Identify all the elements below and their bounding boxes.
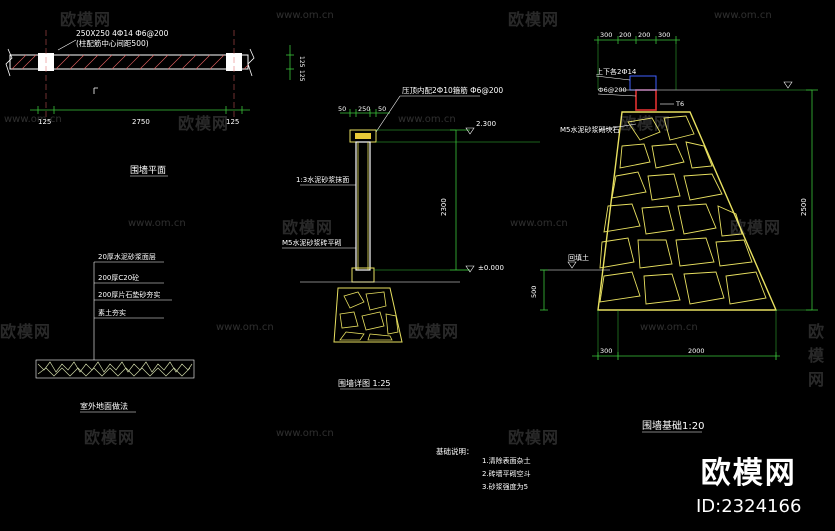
watermark-url: www.om.cn	[510, 218, 568, 229]
watermark-url: www.om.cn	[640, 322, 698, 333]
watermark-url: www.om.cn	[216, 322, 274, 333]
found-label-rebar: 上下各2Ф14	[596, 67, 637, 76]
wall-detail: 压顶内配2Ф10箍筋 Ф6@200 50 250 50 1:3水泥砂浆抹面 M5…	[282, 85, 540, 390]
floor-section-title: 室外地面做法	[80, 401, 128, 411]
plan-dim-v2: 125	[298, 70, 305, 82]
plan-title: 围墙平面	[130, 164, 166, 176]
found-dim-bottom-left: 300	[600, 347, 612, 355]
found-dim-top-2: 200	[619, 31, 631, 39]
watermark-logo: 欧模网	[60, 10, 112, 29]
watermark-logo: 欧模网	[730, 218, 782, 237]
wall-dim-height: 2300	[440, 198, 448, 216]
watermark-url: www.om.cn	[128, 218, 186, 229]
watermark-url: www.om.cn	[276, 10, 334, 21]
watermark-url: www.om.cn	[4, 114, 62, 125]
plan-dim-mid: 2750	[132, 118, 150, 126]
notes-title: 基础说明：	[436, 446, 474, 456]
found-dim-top-3: 200	[638, 31, 650, 39]
brand-name: 欧模网	[700, 456, 797, 491]
foundation-detail: 300 200 200 300 上下各2Ф14 Ф6@200 T6 M5水泥砂浆…	[530, 31, 818, 433]
plan-note-2: (柱配筋中心间距500)	[76, 38, 149, 48]
found-dim-left: 500	[530, 286, 538, 298]
found-dim-top-1: 300	[600, 31, 612, 39]
plan-dim-v1: 125	[298, 56, 305, 68]
found-dim-bottom: 2000	[688, 347, 705, 355]
watermark-logo: 欧模网	[282, 218, 334, 237]
notes-item-1: 1.清除表面杂土	[482, 456, 531, 465]
foundation-title: 围墙基础1:20	[642, 419, 704, 432]
watermark-logo: 欧模网	[0, 322, 52, 341]
wall-dim-a: 50	[338, 105, 346, 113]
plan-note-1: 250X250 4Ф14 Ф6@200	[76, 29, 169, 38]
foundation-notes: 基础说明： 1.清除表面杂土 2.砖墙平砌空斗 3.砂浆强度为5	[436, 446, 531, 491]
found-label-stone: M5水泥砂浆砌块石	[560, 125, 620, 134]
found-label-stirrup: Ф6@200	[598, 86, 627, 94]
floor-layer-4: 素土夯实	[98, 308, 126, 317]
foundation-beam	[635, 89, 657, 111]
wall-level-ground: ±0.000	[478, 264, 504, 272]
watermark-logo: 欧模网	[508, 428, 560, 447]
plan-dim-right: 125	[226, 118, 239, 126]
watermark-logo: 欧模网	[620, 114, 672, 133]
floor-section: 20厚水泥砂浆面层 200厚C20砼 200厚片石垫砂夯实 素土夯实 室外地面做…	[35, 252, 195, 413]
watermark-url: www.om.cn	[714, 10, 772, 21]
watermark-logo: 欧模网	[808, 322, 826, 389]
watermark-logo: 欧模网	[84, 428, 136, 447]
watermark-logo: 欧模网	[178, 114, 230, 133]
floor-layer-3: 200厚片石垫砂夯实	[98, 290, 160, 299]
wall-label-plaster: 1:3水泥砂浆抹面	[296, 175, 349, 184]
notes-item-2: 2.砖墙平砌空斗	[482, 469, 531, 478]
found-dim-top-4: 300	[658, 31, 670, 39]
found-label-t6: T6	[675, 100, 684, 108]
found-dim-right: 2500	[800, 198, 808, 216]
wall-detail-title: 围墙详图 1:25	[338, 378, 391, 388]
found-label-backfill: 回填土	[568, 253, 589, 262]
floor-layer-1: 20厚水泥砂浆面层	[98, 252, 156, 261]
plan-dim-left: 125	[38, 118, 51, 126]
wall-dim-b: 250	[358, 105, 370, 113]
wall-dim-c: 50	[378, 105, 386, 113]
wall-top-note: 压顶内配2Ф10箍筋 Ф6@200	[402, 85, 503, 95]
watermark-logo: 欧模网	[508, 10, 560, 29]
floor-layer-2: 200厚C20砼	[98, 273, 139, 282]
wall-plan: 250X250 4Ф14 Ф6@200 (柱配筋中心间距500) 125 275…	[5, 29, 305, 177]
brand-block: 欧模网 ID:2324166	[696, 448, 801, 517]
wall-level-top: 2.300	[476, 120, 496, 128]
brand-id: ID:2324166	[696, 496, 802, 517]
watermark-url: www.om.cn	[398, 114, 456, 125]
watermark-url: www.om.cn	[276, 428, 334, 439]
notes-item-3: 3.砂浆强度为5	[482, 482, 528, 491]
watermark-logo: 欧模网	[408, 322, 460, 341]
wall-label-brick: M5水泥砂浆砖平砌	[282, 238, 342, 247]
